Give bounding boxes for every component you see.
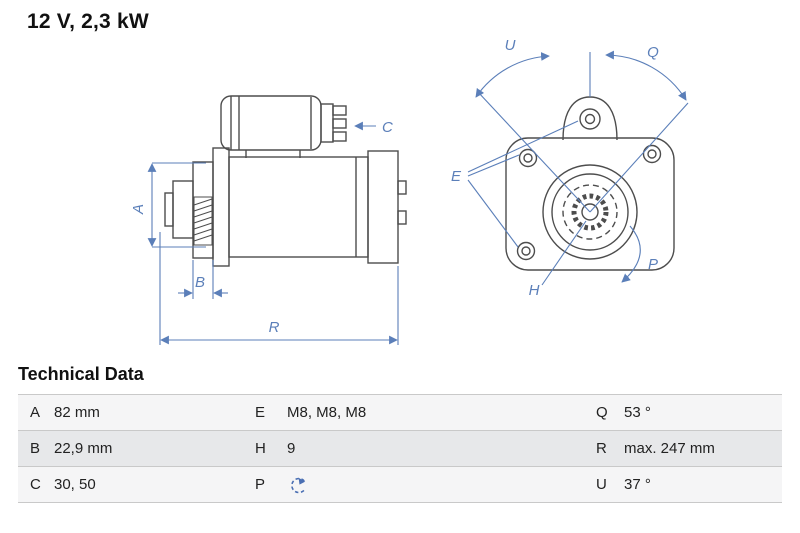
dimension-labels: A B C R U Q E H P	[130, 37, 659, 336]
dim-label-p: P	[648, 256, 658, 273]
dimension-lines	[147, 50, 689, 345]
dim-label-e: E	[451, 168, 462, 185]
ccw-rotation-icon	[291, 477, 306, 493]
spec-value: 82 mm	[54, 404, 100, 421]
dim-label-h: H	[529, 282, 540, 299]
technical-data-table: A 82 mm E M8, M8, M8 Q 53 ° B 22,9 mm H …	[18, 394, 782, 503]
spec-key: H	[255, 440, 266, 457]
spec-value: max. 247 mm	[624, 440, 715, 457]
technical-data-heading: Technical Data	[18, 364, 144, 384]
table-row: B 22,9 mm H 9 R max. 247 mm	[18, 431, 782, 467]
spec-key: E	[255, 404, 266, 421]
spec-key: R	[596, 440, 607, 457]
starter-front-view	[505, 96, 675, 271]
spec-key: Q	[596, 404, 608, 421]
technical-drawing: A B C R U Q E H P	[130, 37, 689, 345]
dim-label-a: A	[130, 204, 147, 215]
dim-label-q: Q	[647, 44, 659, 61]
spec-value: 22,9 mm	[54, 440, 113, 457]
spec-key: U	[596, 476, 607, 493]
spec-value: 9	[287, 440, 296, 457]
spec-value	[287, 474, 596, 496]
table-row: C 30, 50 P U 37 °	[18, 467, 782, 503]
dim-label-c: C	[382, 119, 393, 136]
spec-value: M8, M8, M8	[287, 404, 367, 421]
page-title: 12 V, 2,3 kW	[27, 10, 149, 33]
spec-value: 30, 50	[54, 476, 96, 493]
table-row: A 82 mm E M8, M8, M8 Q 53 °	[18, 395, 782, 431]
spec-value: 37 °	[624, 476, 651, 493]
spec-key: P	[255, 476, 266, 493]
spec-value: 53 °	[624, 404, 651, 421]
spec-key: A	[30, 404, 41, 421]
starter-side-view	[164, 95, 407, 267]
spec-key: B	[30, 440, 41, 457]
dim-label-b: B	[195, 274, 205, 291]
pinion-gear-hatch	[193, 196, 213, 246]
dim-label-r: R	[269, 319, 280, 336]
dim-label-u: U	[505, 37, 516, 54]
spec-key: C	[30, 476, 41, 493]
